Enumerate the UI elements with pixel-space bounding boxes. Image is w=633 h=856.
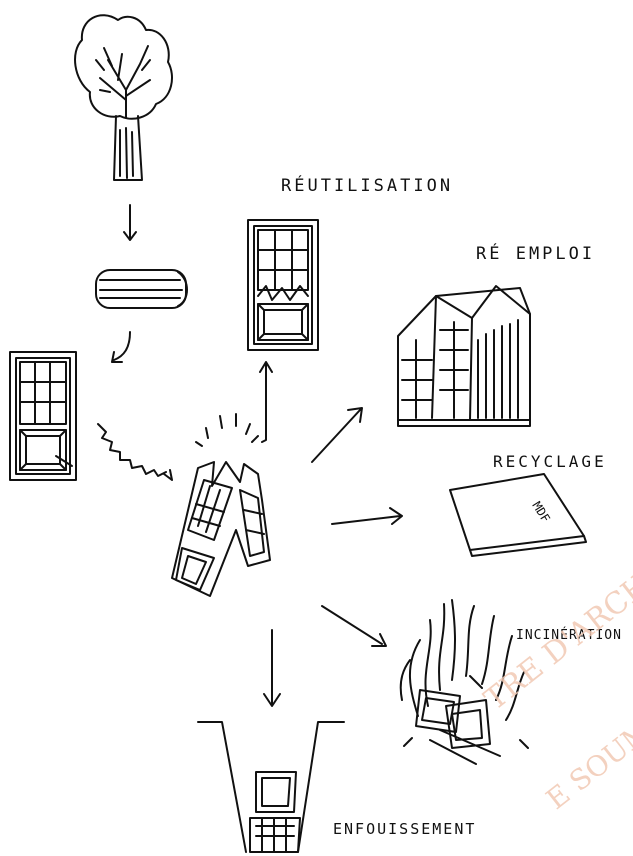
arrow-tree-to-log: [123, 204, 137, 241]
landfill-pit-icon: [197, 721, 345, 853]
arrow-to-reutilisation: [259, 361, 273, 443]
arrow-to-recyclage: [331, 507, 403, 525]
mdf-panel-icon: [449, 473, 587, 557]
label-recyclage: RECYCLAGE: [493, 452, 607, 471]
arrow-to-reemploi: [311, 407, 363, 463]
window-reutilisation-icon: [247, 219, 319, 351]
label-enfouissement: ENFOUISSEMENT: [333, 820, 477, 838]
house-reemploi-icon: [397, 285, 531, 427]
window-icon: [9, 351, 77, 481]
wavy-arrow: [97, 423, 173, 481]
fire-icon: [399, 599, 529, 765]
arrow-to-incineration: [321, 605, 387, 647]
tree-icon: [74, 14, 173, 181]
label-incineration: INCINÉRATION: [516, 628, 622, 643]
label-reutilisation: RÉUTILISATION: [281, 176, 454, 196]
log-icon: [95, 269, 188, 309]
arrow-to-enfouissement: [263, 629, 281, 707]
mdf-label: MDF: [529, 499, 552, 525]
arrow-log-to-window: [111, 331, 131, 363]
broken-window-icon: [171, 413, 271, 597]
label-reemploi: RÉ EMPLOI: [476, 244, 596, 264]
